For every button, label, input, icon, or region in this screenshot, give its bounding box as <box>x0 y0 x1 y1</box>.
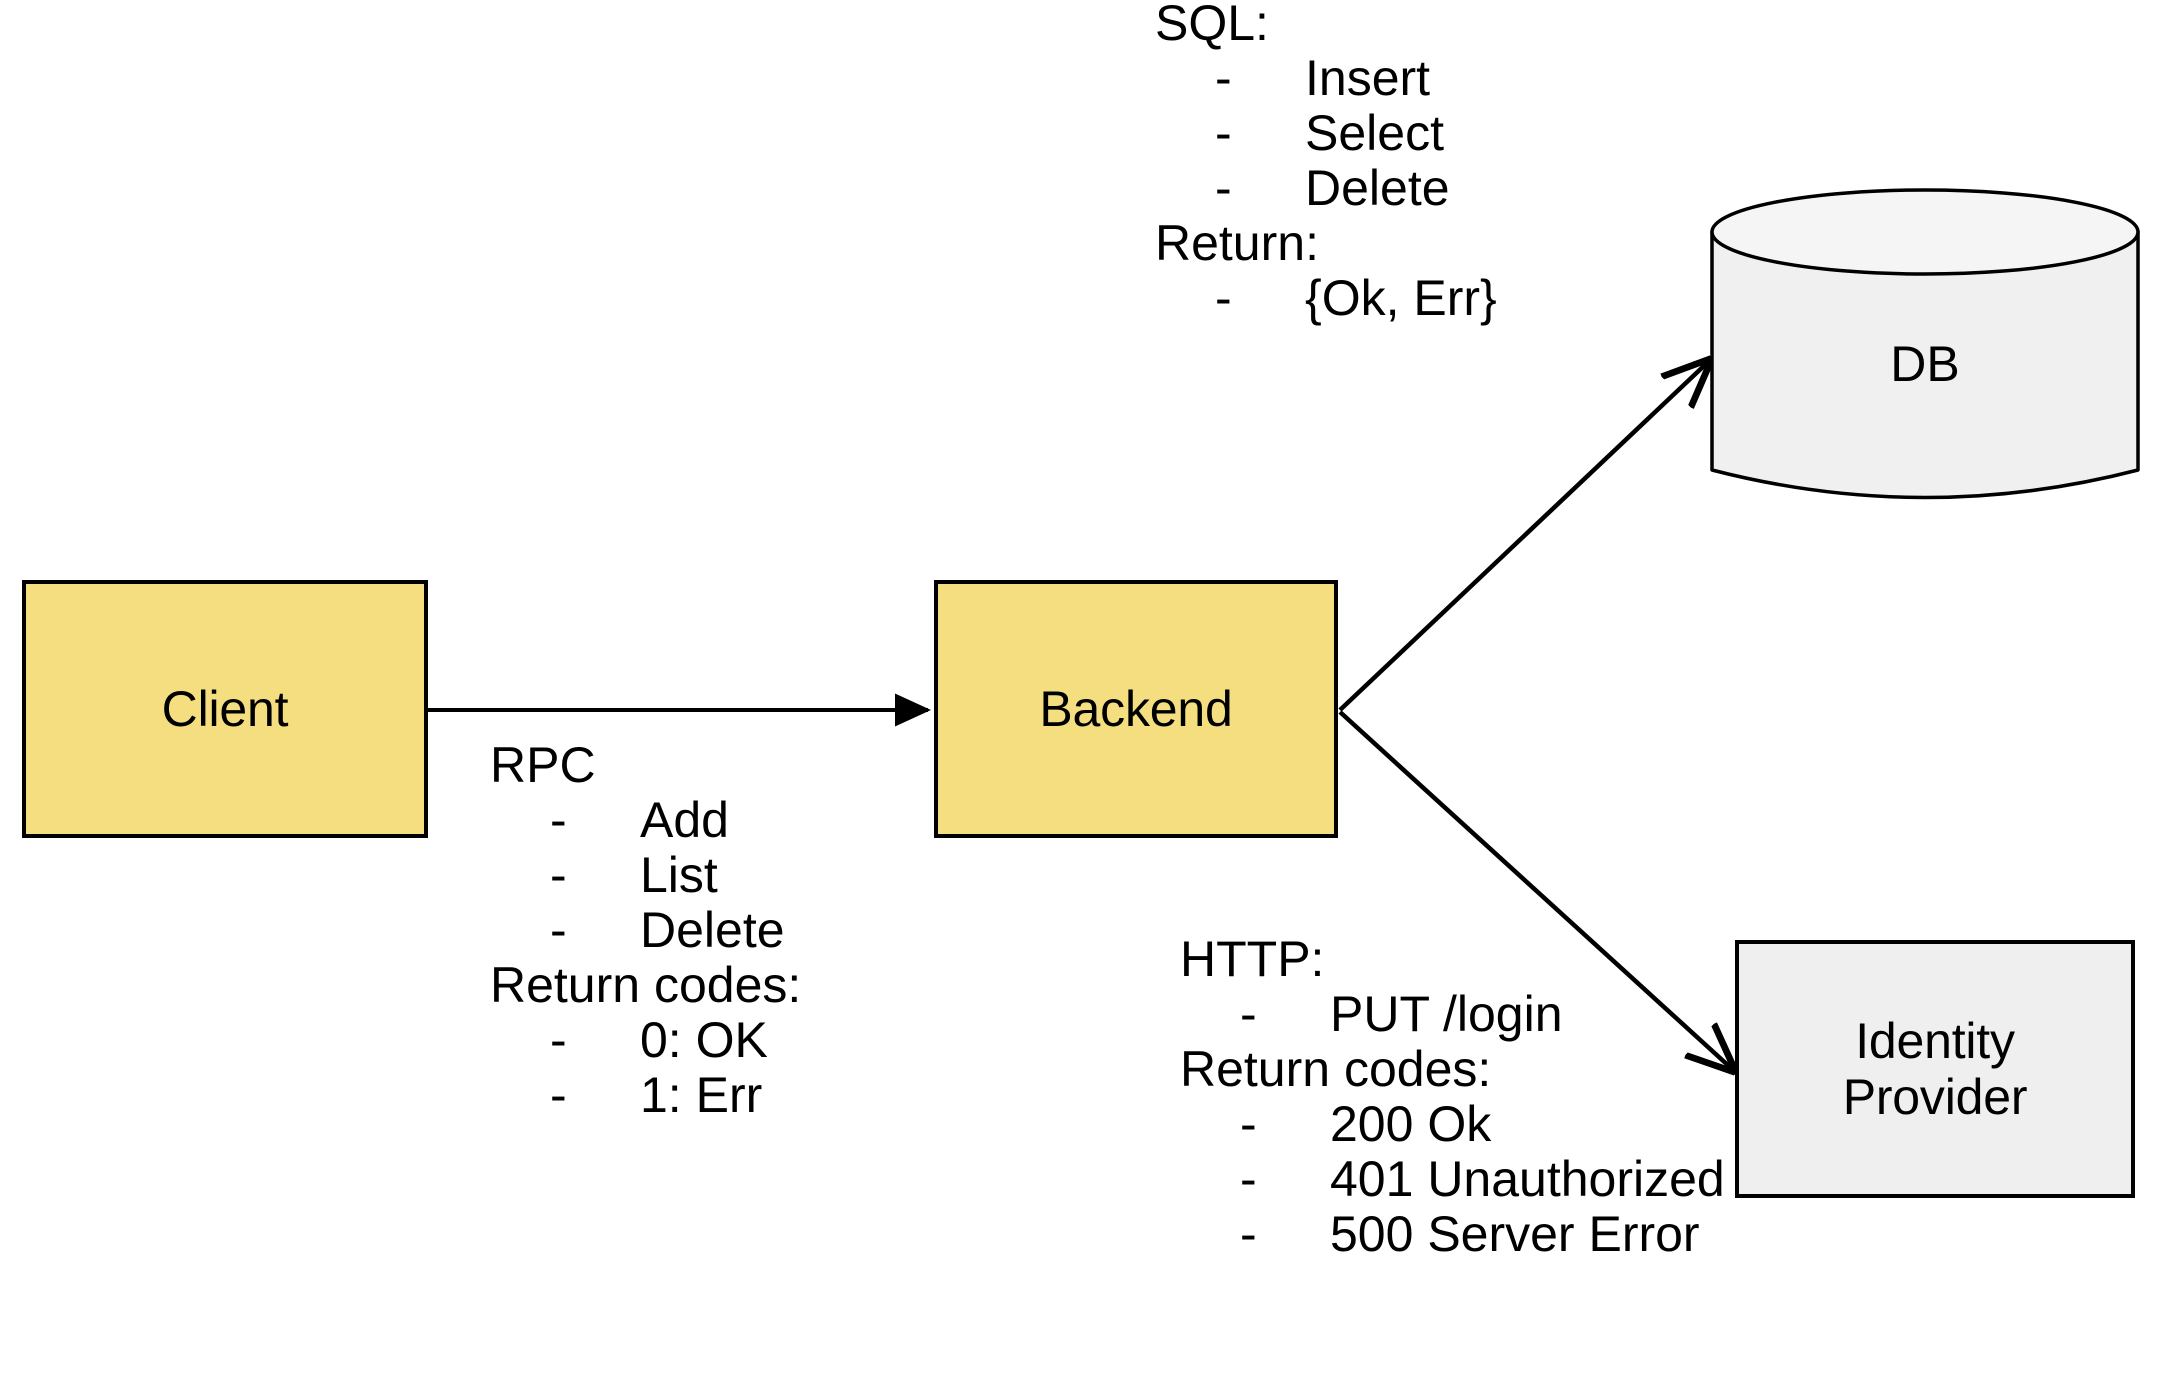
annotation-rpc-return-label: 1: Err <box>640 1067 763 1123</box>
bullet-dash: - <box>1215 160 1232 216</box>
annotation-sql-returns-heading: Return: <box>1155 215 1319 271</box>
bullet-dash: - <box>1240 986 1257 1042</box>
annotation-http-return: - 200 Ok <box>1180 1097 1725 1152</box>
annotation-rpc-return: - 0: OK <box>490 1013 801 1068</box>
bullet-dash: - <box>1215 105 1232 161</box>
annotation-http-heading: HTTP: <box>1180 931 1325 987</box>
bullet-dash: - <box>1240 1151 1257 1207</box>
annotation-rpc-method-label: List <box>640 847 718 903</box>
annotation-http-method-label: PUT /login <box>1330 986 1563 1042</box>
bullet-dash: - <box>1240 1096 1257 1152</box>
annotation-http-return: - 401 Unauthorized <box>1180 1152 1725 1207</box>
bullet-dash: - <box>550 1012 567 1068</box>
annotation-sql-method-label: Insert <box>1305 50 1431 106</box>
bullet-dash: - <box>1215 50 1232 106</box>
database-cylinder-icon <box>1710 188 2140 500</box>
annotation-rpc: RPC - Add - List - Delete Return codes: - 0:… <box>490 738 801 1123</box>
annotation-http: HTTP: -PUT /login Return codes: -200 Ok … <box>1180 932 1725 1262</box>
annotation-sql-return-label: {Ok, Err} <box>1305 270 1497 326</box>
annotation-sql-method: - Delete <box>1155 161 1497 216</box>
node-db[interactable]: DB <box>1700 180 2150 530</box>
annotation-rpc-method-label: Delete <box>640 902 785 958</box>
annotation-rpc-heading: RPC <box>490 737 596 793</box>
bullet-dash: - <box>550 847 567 903</box>
annotation-sql-method: - Select <box>1155 106 1497 161</box>
bullet-dash: - <box>1240 1206 1257 1262</box>
annotation-rpc-method: - List <box>490 848 801 903</box>
node-client[interactable]: Client <box>22 580 428 838</box>
annotation-http-return-label: 500 Server Error <box>1330 1206 1700 1262</box>
bullet-dash: - <box>550 1067 567 1123</box>
annotation-sql: SQL: - Insert - Select - Delete Return: - {O… <box>1155 0 1497 326</box>
annotation-http-returns-heading: Return codes: <box>1180 1041 1492 1097</box>
annotation-rpc-returns-heading: Return codes: <box>490 957 802 1013</box>
node-backend-label: Backend <box>1039 681 1233 737</box>
annotation-http-return-label: 200 Ok <box>1330 1096 1492 1152</box>
bullet-dash: - <box>1215 270 1232 326</box>
annotation-sql-method-label: Delete <box>1305 160 1450 216</box>
annotation-http-return: - 500 Server Error <box>1180 1207 1725 1262</box>
node-identity-provider-label-line2: Provider <box>1842 1069 2028 1125</box>
node-identity-provider-label-line1: Identity <box>1855 1013 2015 1069</box>
edge-backend-to-db <box>1338 363 1707 712</box>
annotation-sql-method: - Insert <box>1155 51 1497 106</box>
annotation-rpc-method-label: Add <box>640 792 729 848</box>
annotation-rpc-method: - Delete <box>490 903 801 958</box>
node-backend[interactable]: Backend <box>934 580 1338 838</box>
annotation-sql-method-label: Select <box>1305 105 1444 161</box>
annotation-http-method: - PUT /login <box>1180 987 1725 1042</box>
node-identity-provider[interactable]: Identity Provider <box>1735 940 2135 1198</box>
annotation-sql-return: - {Ok, Err} <box>1155 271 1497 326</box>
node-client-label: Client <box>161 681 289 737</box>
annotation-rpc-return: - 1: Err <box>490 1068 801 1123</box>
bullet-dash: - <box>550 792 567 848</box>
annotation-rpc-method: - Add <box>490 793 801 848</box>
annotation-rpc-return-label: 0: OK <box>640 1012 768 1068</box>
bullet-dash: - <box>550 902 567 958</box>
annotation-sql-heading: SQL: <box>1155 0 1269 51</box>
node-identity-provider-label: Identity Provider <box>1843 1013 2028 1125</box>
annotation-http-return-label: 401 Unauthorized <box>1330 1151 1725 1207</box>
